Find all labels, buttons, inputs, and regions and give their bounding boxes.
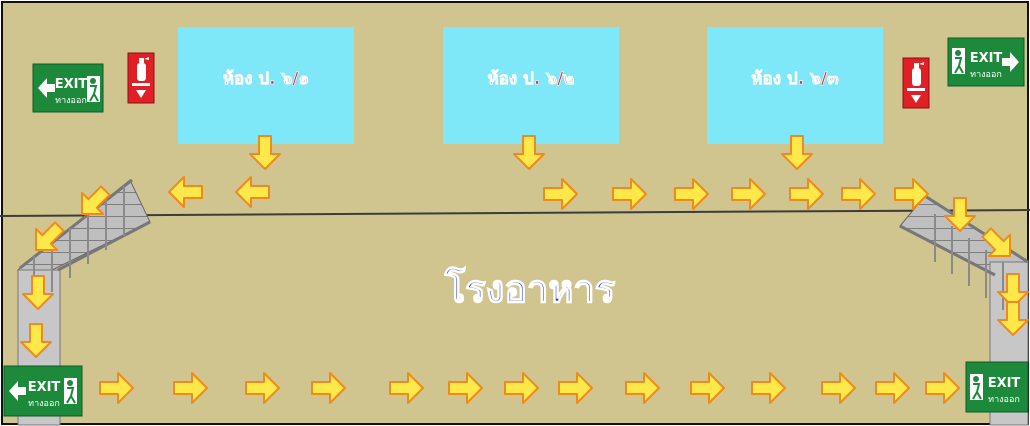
svg-text:EXIT: EXIT: [28, 380, 61, 395]
running-person-icon: [64, 378, 77, 404]
route-arrow-down: [513, 135, 545, 170]
route-arrow-right: [389, 372, 424, 404]
svg-text:ทางออก: ทางออก: [28, 399, 60, 409]
svg-text:ทางออก: ทางออก: [55, 96, 87, 106]
arrow-down-icon: [136, 90, 146, 98]
room-1-label: ห้อง ป. ๖/๑: [223, 69, 310, 89]
exit-sign-bottom-left: EXIT ทางออก: [3, 365, 83, 417]
arrow-left-icon: [9, 381, 26, 401]
evacuation-route-arrows: [20, 135, 1029, 404]
arrow-down-icon: [911, 95, 921, 103]
floor-divider-line: [0, 209, 1030, 217]
route-arrow-right: [731, 178, 766, 210]
route-arrow-right: [789, 178, 824, 210]
arrow-right-icon: [1002, 52, 1019, 72]
room-1: ห้อง ป. ๖/๑: [178, 27, 354, 144]
route-arrow-down: [944, 197, 976, 232]
fire-extinguisher-sign-left: [127, 52, 155, 104]
exit-sign-top-right: EXIT ทางออก: [947, 37, 1025, 87]
exit-sign-top-left: EXIT ทางออก: [32, 63, 104, 113]
route-arrow-right: [99, 372, 134, 404]
route-arrow-right: [543, 178, 578, 210]
route-arrow-right: [245, 372, 280, 404]
route-arrow-right: [674, 178, 709, 210]
svg-text:EXIT: EXIT: [988, 376, 1021, 391]
svg-text:ทางออก: ทางออก: [970, 70, 1002, 80]
route-arrow-right: [448, 372, 483, 404]
route-arrow-down: [997, 301, 1029, 336]
route-arrow-down: [249, 135, 281, 170]
room-3: ห้อง ป. ๖/๓: [707, 27, 883, 144]
route-arrow-down-left: [80, 185, 111, 216]
route-arrow-down-right: [981, 227, 1012, 258]
room-2-label: ห้อง ป. ๖/๒: [487, 69, 574, 89]
route-arrow-right: [925, 372, 960, 404]
fire-extinguisher-sign-right: [902, 57, 930, 109]
route-arrow-right: [875, 372, 910, 404]
route-arrow-down: [22, 275, 54, 310]
running-person-icon: [87, 76, 100, 102]
room-2: ห้อง ป. ๖/๒: [443, 27, 619, 144]
running-person-icon: [952, 48, 965, 74]
fire-extinguisher-icon: [137, 57, 149, 81]
route-arrow-down: [997, 273, 1029, 308]
fire-extinguisher-icon: [912, 62, 924, 86]
route-arrow-right: [841, 178, 876, 210]
route-arrow-down: [781, 135, 813, 170]
route-arrow-right: [821, 372, 856, 404]
exit-sign-bottom-right: EXIT ทางออก: [965, 361, 1029, 413]
running-person-icon: [970, 374, 983, 400]
route-arrow-right: [751, 372, 786, 404]
route-arrow-right: [894, 178, 929, 210]
route-arrow-right: [311, 372, 346, 404]
route-arrow-right: [504, 372, 539, 404]
route-arrow-right: [173, 372, 208, 404]
svg-text:EXIT: EXIT: [970, 51, 1003, 66]
room-3-label: ห้อง ป. ๖/๓: [751, 69, 839, 89]
route-arrow-right: [690, 372, 725, 404]
arrow-left-icon: [38, 78, 55, 98]
route-arrow-left: [235, 176, 270, 208]
route-arrow-down: [20, 323, 52, 358]
svg-text:EXIT: EXIT: [55, 77, 88, 92]
route-arrow-right: [625, 372, 660, 404]
route-arrow-right: [558, 372, 593, 404]
canteen-label: โรงอาหาร: [444, 266, 616, 311]
svg-text:ทางออก: ทางออก: [988, 395, 1020, 405]
route-arrow-right: [612, 178, 647, 210]
route-arrow-left: [168, 176, 203, 208]
route-arrow-down-left: [34, 221, 65, 252]
